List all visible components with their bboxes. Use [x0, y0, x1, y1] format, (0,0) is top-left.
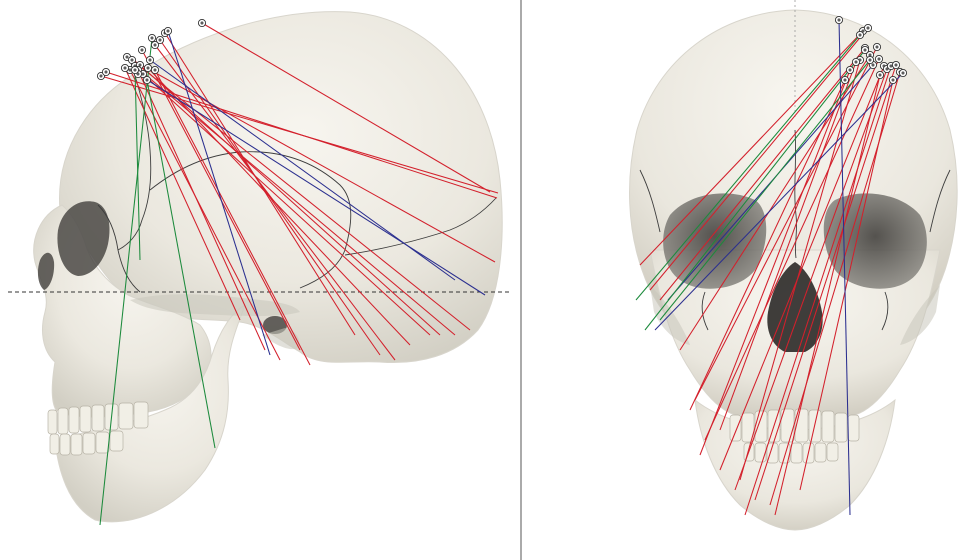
lateral-entry-marker — [143, 76, 150, 83]
lateral-entry-marker — [151, 66, 158, 73]
frontal-entry-marker — [864, 24, 871, 31]
lateral-entry-marker — [138, 46, 145, 53]
frontal-entry-marker — [852, 58, 859, 65]
lateral-entry-marker — [146, 56, 153, 63]
frontal-entry-marker — [846, 66, 853, 73]
frontal-entry-marker — [841, 76, 848, 83]
frontal-entry-marker — [835, 16, 842, 23]
frontal-entry-marker — [875, 55, 882, 62]
frontal-entry-marker — [866, 56, 873, 63]
lateral-entry-marker — [156, 36, 163, 43]
frontal-entry-marker — [876, 71, 883, 78]
lateral-entry-marker — [131, 66, 138, 73]
frontal-entry-marker — [873, 43, 880, 50]
lateral-entry-marker — [121, 64, 128, 71]
lateral-entry-marker — [102, 68, 109, 75]
frontal-entry-marker — [856, 31, 863, 38]
frontal-entry-marker — [899, 69, 906, 76]
frontal-skull — [630, 10, 958, 530]
lateral-entry-marker — [148, 34, 155, 41]
lateral-entry-marker — [144, 64, 151, 71]
lateral-entry-marker — [198, 19, 205, 26]
lateral-skull — [34, 12, 502, 522]
frontal-entry-marker — [892, 61, 899, 68]
lateral-entry-marker — [164, 27, 171, 34]
frontal-entry-marker — [861, 46, 868, 53]
frontal-entry-marker — [889, 76, 896, 83]
